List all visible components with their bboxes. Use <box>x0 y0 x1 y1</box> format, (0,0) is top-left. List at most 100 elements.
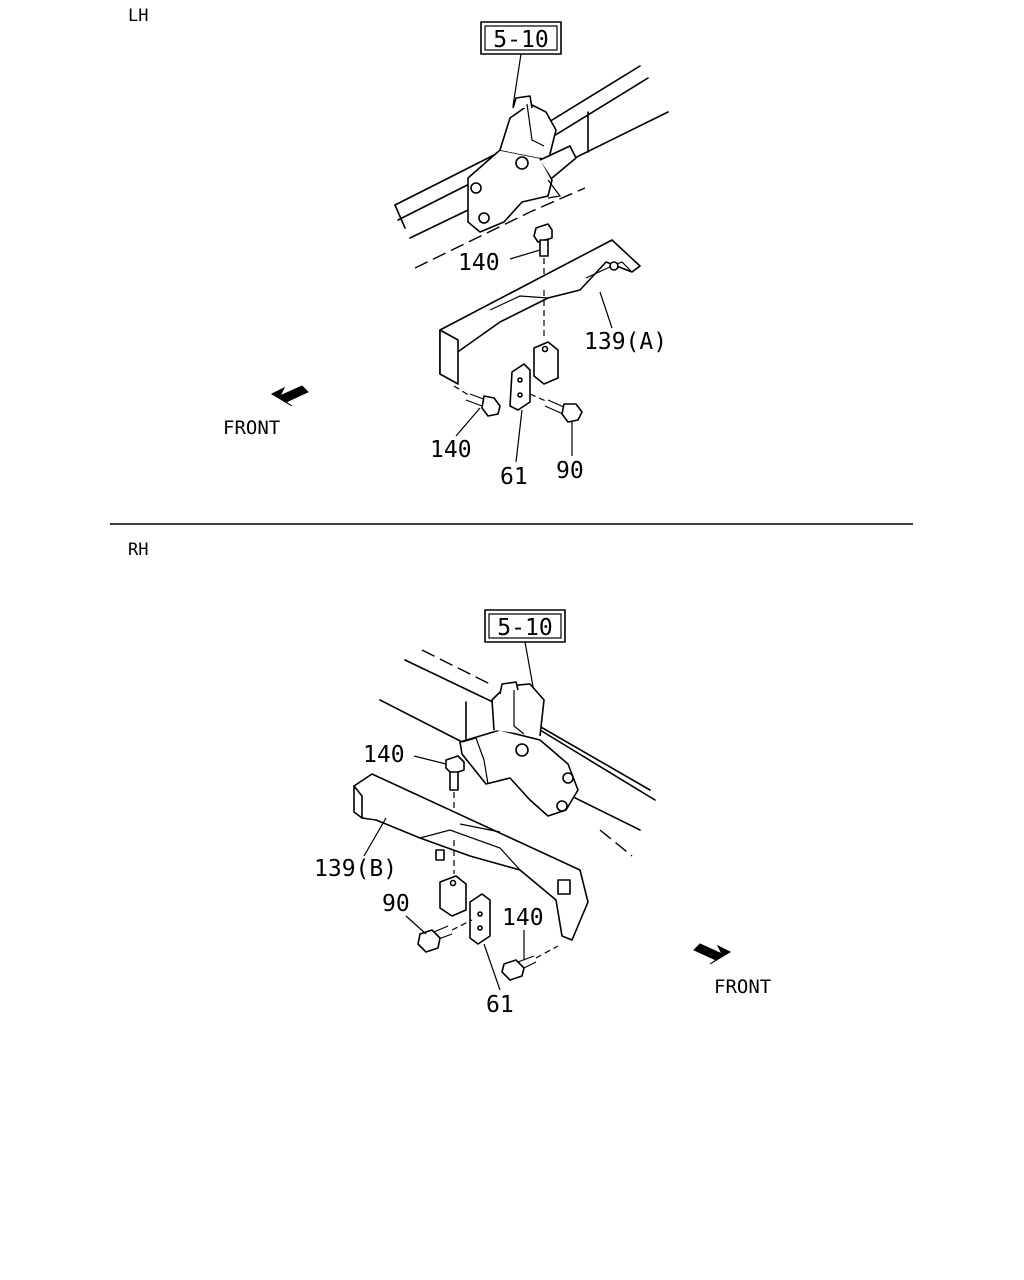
rh-plate-hole-1 <box>477 911 483 917</box>
lh-plate-body <box>509 363 531 411</box>
lh-panel: LH 5-10 <box>128 6 669 490</box>
lh-bracket-end-face <box>439 329 459 385</box>
lh-bolt-right-axis <box>529 393 549 403</box>
rh-ref-box-text: 5-10 <box>497 615 552 641</box>
lh-rail-end <box>394 204 406 229</box>
rh-plate-body <box>469 893 491 945</box>
rh-ref-box-frame <box>484 609 566 643</box>
rh-arrow-shape <box>693 943 732 965</box>
lh-bolt-right-head <box>561 403 583 423</box>
lh-side-label: LH <box>128 6 148 26</box>
rh-front-arrow-icon <box>693 943 732 965</box>
lh-mount-foot <box>547 179 562 199</box>
lh-ref-box-frame <box>480 21 562 55</box>
lh-mount-top-tab <box>512 95 533 109</box>
lh-bolt-left-axis <box>453 385 471 397</box>
rh-leader-90 <box>405 915 427 935</box>
rh-leader-140-top <box>413 755 447 765</box>
rh-bolt-left-axis <box>451 919 473 931</box>
lh-leader-61 <box>515 409 523 463</box>
lh-bolt-140-left[interactable] <box>453 385 501 417</box>
lh-spacer-block <box>533 341 559 385</box>
rh-rail-top-edge-2 <box>539 729 656 801</box>
lh-mount-arm <box>539 145 577 179</box>
rh-panel: RH 5-10 <box>128 540 771 1018</box>
rh-bolt-140-right[interactable] <box>501 945 559 981</box>
lh-bolt-90-right[interactable] <box>529 393 583 423</box>
rh-ref-leader <box>524 641 535 693</box>
lh-mount-hole-2 <box>470 182 482 194</box>
lh-rail-hidden-edge <box>414 187 586 269</box>
rh-mount-rib <box>513 690 525 735</box>
rh-callout-61: 61 <box>486 992 514 1018</box>
lh-plate-61[interactable] <box>509 363 531 411</box>
rh-bolt-140-top[interactable] <box>445 755 465 824</box>
lh-leader-140-top <box>509 249 541 260</box>
lh-bolt-top-shank <box>539 239 549 257</box>
rh-mount-hole-1 <box>515 743 529 757</box>
rh-bracket-end-face <box>353 785 363 819</box>
rh-mount-hole-3 <box>556 800 568 812</box>
rh-plate-hole-2 <box>477 925 483 931</box>
rh-callout-140-right: 140 <box>502 905 544 931</box>
lh-mount-hole-1 <box>515 156 529 170</box>
rh-leader-139b <box>363 817 387 857</box>
lh-engine-mount <box>467 95 577 233</box>
rh-engine-mount <box>459 681 579 817</box>
lh-ref-leader <box>512 53 522 107</box>
lh-front-label: FRONT <box>223 417 280 439</box>
lh-plate-hole-1 <box>517 377 523 383</box>
rh-callout-139b: 139(B) <box>314 856 397 882</box>
rh-rail-hidden-edge-2 <box>599 829 633 857</box>
rh-callout-90: 90 <box>382 891 410 917</box>
rh-spacer-block <box>439 875 467 917</box>
rh-mount-hole-2 <box>562 772 574 784</box>
lh-ref-box-inner <box>484 25 558 51</box>
lh-bolt-right-shank-b <box>544 405 564 415</box>
lh-bolt-left-shank-b <box>465 399 483 407</box>
lh-arrow-shape <box>270 385 309 407</box>
lh-block-body <box>533 341 559 385</box>
rh-callout-140-top: 140 <box>363 742 405 768</box>
rh-bolt-left-shank-a <box>433 925 449 933</box>
rh-bracket-139b[interactable] <box>353 773 589 941</box>
rh-rail-hidden-edge <box>421 649 491 685</box>
lh-bracket-rib <box>489 295 549 311</box>
rh-bolt-top-head <box>445 755 465 775</box>
lh-mount-rib <box>526 103 545 147</box>
rh-leader-61 <box>483 943 501 991</box>
rh-bolt-90-left[interactable] <box>417 919 473 953</box>
rh-ref-box[interactable]: 5-10 <box>484 609 566 643</box>
lh-ref-box-text: 5-10 <box>493 27 548 53</box>
rh-bolt-right-shank-a <box>517 955 535 963</box>
lh-block-hole <box>541 345 549 353</box>
rh-plate-61[interactable] <box>469 893 491 945</box>
lh-callout-61: 61 <box>500 464 528 490</box>
lh-callout-90: 90 <box>556 458 584 484</box>
lh-bolt-left-head <box>481 395 501 417</box>
lh-plate-hole-2 <box>517 392 523 398</box>
lh-front-arrow-icon <box>270 385 309 407</box>
lh-bolt-top-head <box>533 223 553 243</box>
rh-front-label: FRONT <box>714 976 771 998</box>
rh-side-label: RH <box>128 540 148 560</box>
lh-mount-hole-3 <box>478 212 490 224</box>
rh-block-hole <box>449 879 457 887</box>
rh-block-body <box>439 875 467 917</box>
rh-bolt-right-head <box>501 959 525 981</box>
rh-bolt-left-head <box>417 929 441 953</box>
lh-leader-139a <box>599 291 613 329</box>
rh-bolt-top-shank <box>449 771 459 791</box>
rh-mount-body <box>491 683 545 737</box>
lh-bracket-hole <box>609 261 619 271</box>
rh-bracket-top-flange <box>353 773 589 941</box>
lh-bracket-139a[interactable] <box>439 239 641 385</box>
rh-bracket-hole <box>557 879 571 895</box>
rh-ref-box-inner <box>488 613 562 639</box>
lh-ref-box[interactable]: 5-10 <box>480 21 562 55</box>
lh-callout-140-top: 140 <box>458 250 500 276</box>
rh-bracket-slot <box>459 823 501 833</box>
lh-callout-140-left: 140 <box>430 437 472 463</box>
lh-leader-140-left <box>455 407 481 437</box>
